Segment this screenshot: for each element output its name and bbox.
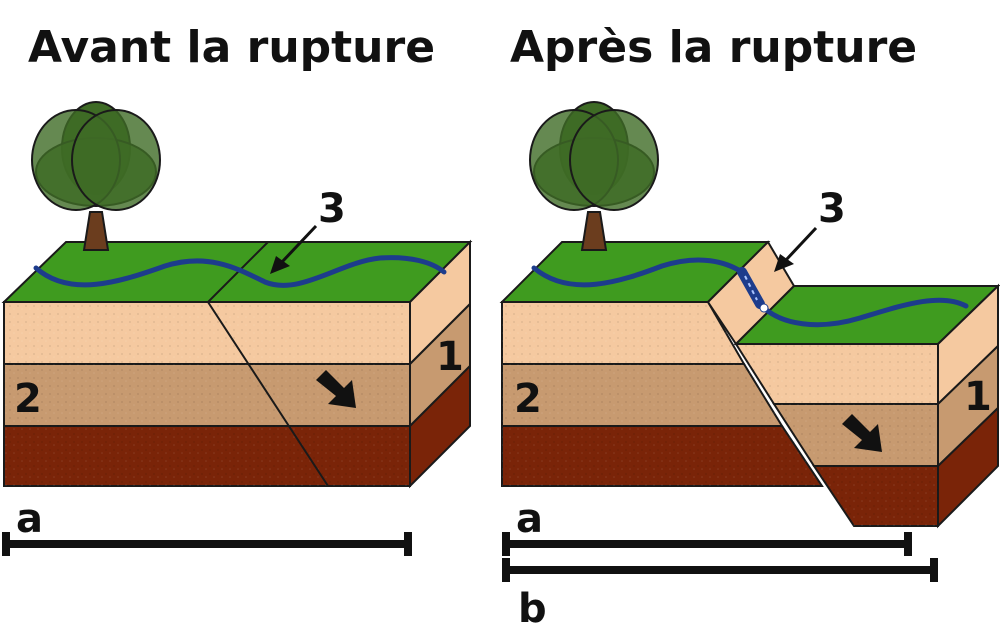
label-1-after: 1 xyxy=(964,374,992,420)
tree-icon-after xyxy=(530,102,658,250)
label-b-after: b xyxy=(518,586,547,632)
label-1-before: 1 xyxy=(436,334,464,380)
title-after: Après la rupture xyxy=(510,22,917,73)
scale-bar-b-after xyxy=(506,558,934,582)
label-3-after: 3 xyxy=(818,186,846,232)
label-2-after: 2 xyxy=(514,376,542,422)
title-before: Avant la rupture xyxy=(28,22,435,73)
tree-icon-before xyxy=(32,102,160,250)
label-2-before: 2 xyxy=(14,376,42,422)
scale-bar-a-before xyxy=(6,532,408,556)
scale-bar-a-after xyxy=(506,532,908,556)
label-a-before: a xyxy=(16,496,43,542)
label-a-after: a xyxy=(516,496,543,542)
label-3-before: 3 xyxy=(318,186,346,232)
